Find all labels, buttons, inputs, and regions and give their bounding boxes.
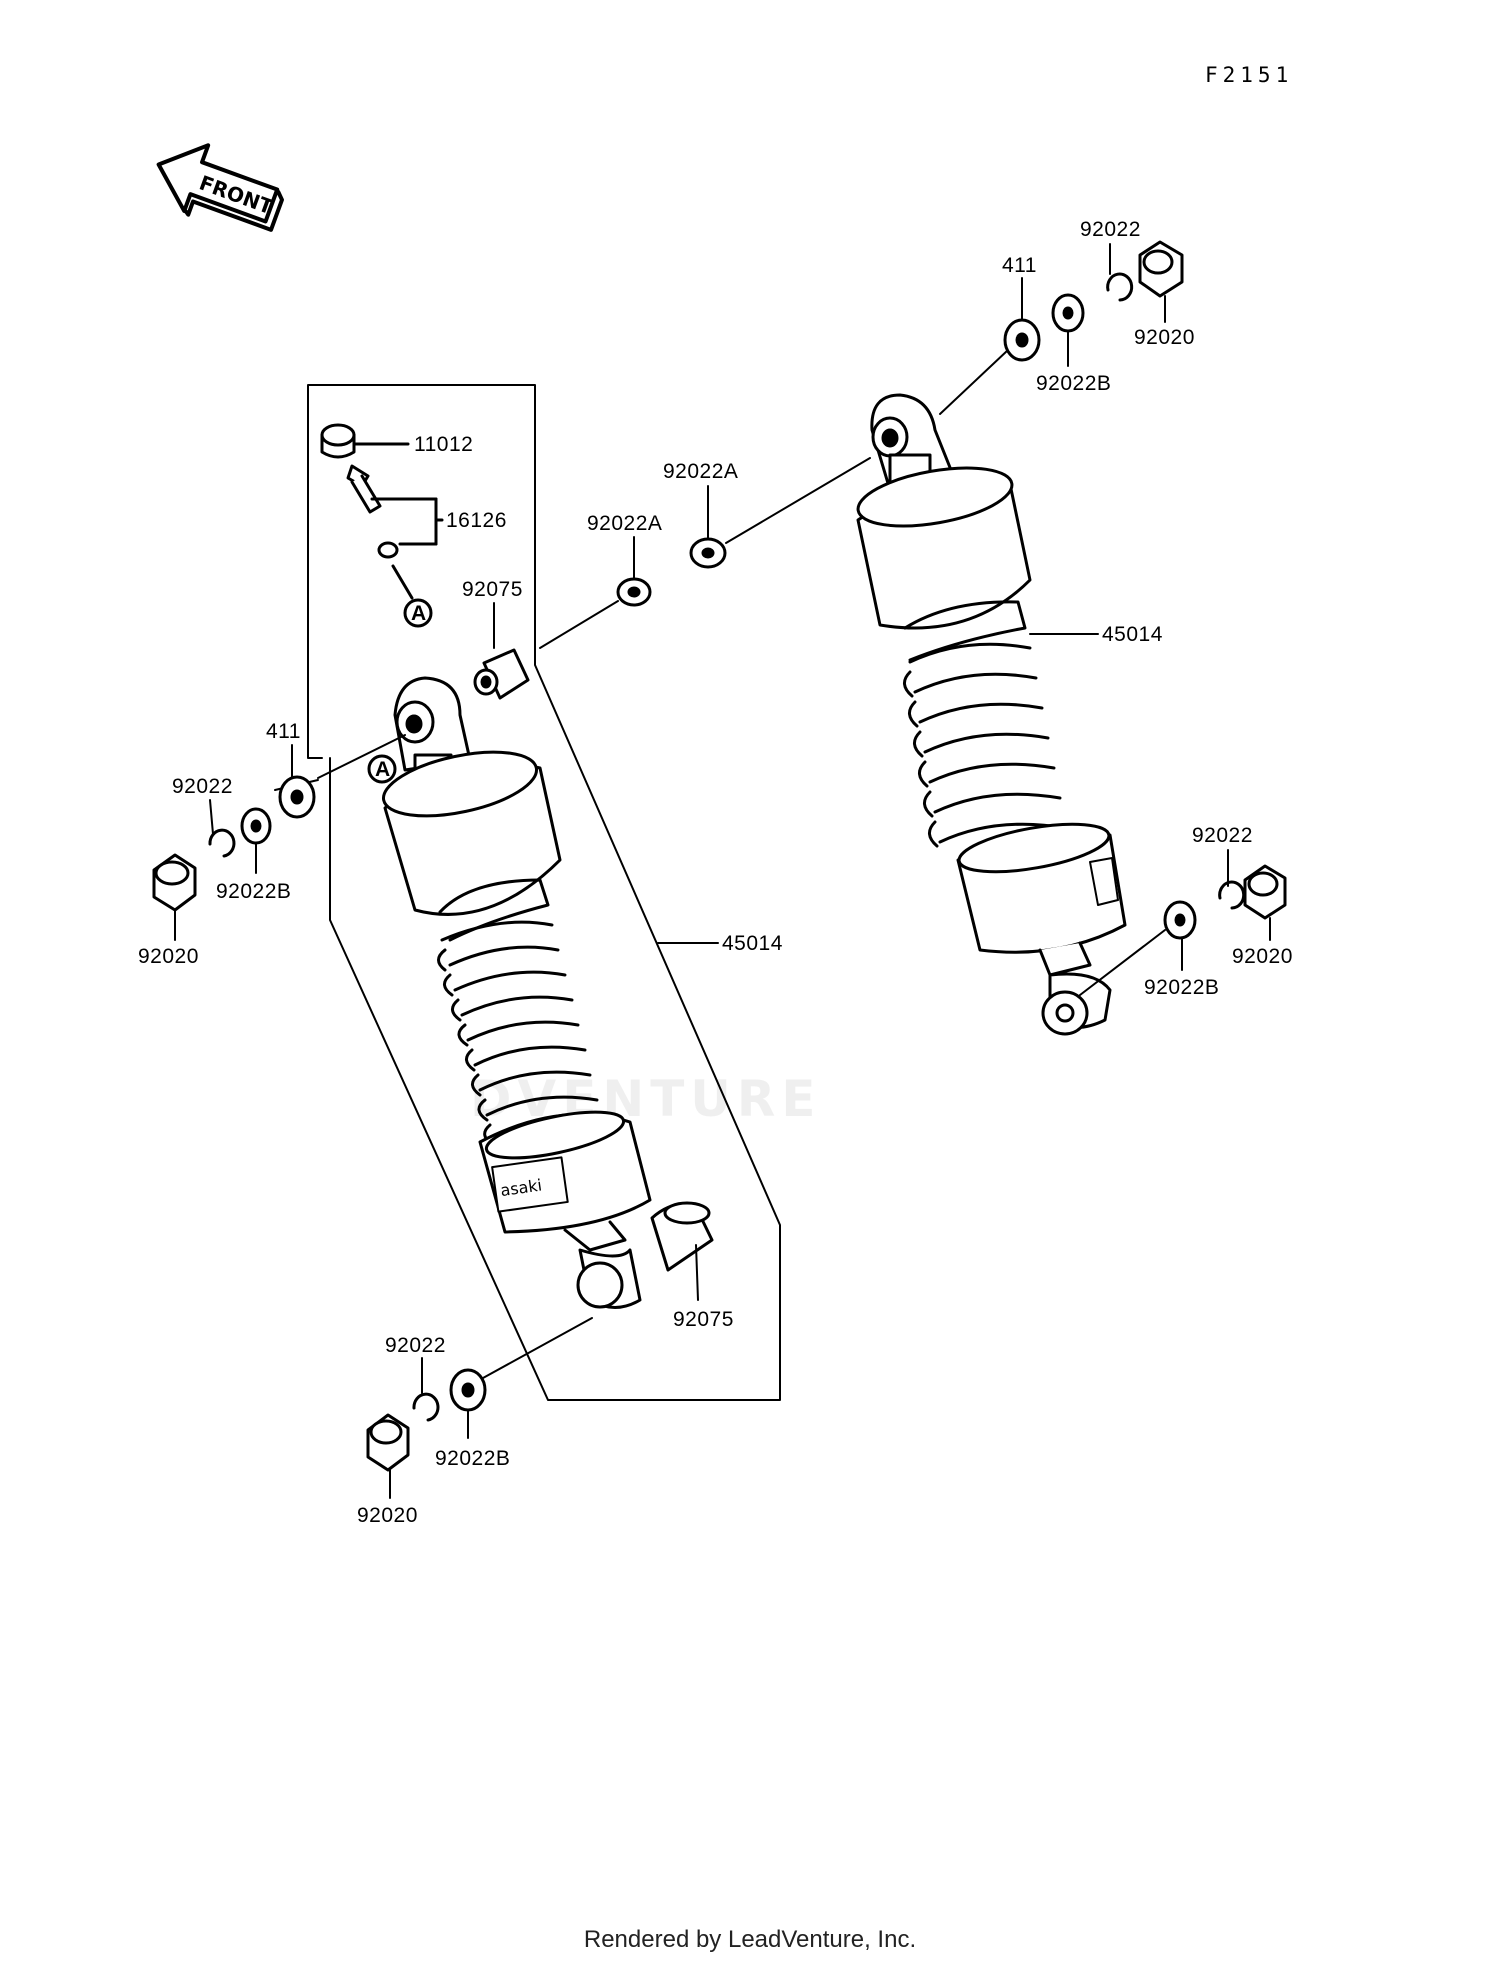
callout-92022a-right: 92022A: [663, 460, 738, 483]
callout-92022-right-bottom: 92022: [1192, 824, 1253, 847]
callout-92020-left-top: 92020: [138, 945, 199, 968]
callout-92022b-right-top: 92022B: [1036, 372, 1111, 395]
callout-92075-lower: 92075: [673, 1308, 734, 1331]
callout-45014-right: 45014: [1102, 623, 1163, 646]
washer-92022b-right-top-icon: [1051, 293, 1085, 367]
callout-92022-left-top: 92022: [172, 775, 233, 798]
reference-code: F2151: [1205, 63, 1293, 87]
shock-absorber-left-icon: asaki: [381, 676, 652, 1309]
callout-92022a-left: 92022A: [587, 512, 662, 535]
nut-92020-left-bottom-icon: [366, 1413, 410, 1499]
callout-11012: 11012: [414, 433, 473, 456]
washer-92022b-right-bottom-icon: [1163, 900, 1197, 971]
callout-92020-left-bottom: 92020: [357, 1504, 418, 1527]
lockwasher-92022-right-bottom-icon: [1218, 849, 1246, 910]
watermark: DVENTURE: [470, 1070, 822, 1128]
mark-a-lower-icon: [367, 754, 397, 784]
lockwasher-92022-right-top-icon: [1106, 243, 1134, 302]
front-arrow-icon: FRONT: [156, 143, 284, 232]
washer-411-left-icon: [278, 744, 316, 819]
callout-92020-right-top: 92020: [1134, 326, 1195, 349]
callout-411-left: 411: [266, 720, 301, 743]
callout-92075-upper: 92075: [462, 578, 523, 601]
kit-outline: [307, 384, 781, 1401]
nut-92020-left-top-icon: [152, 853, 197, 941]
callout-16126: 16126: [446, 509, 507, 532]
callout-92022b-left-bottom: 92022B: [435, 1447, 510, 1470]
callout-92022-right-top: 92022: [1080, 218, 1141, 241]
washer-92022b-left-bottom-icon: [449, 1368, 487, 1439]
nut-92020-right-top-icon: [1138, 240, 1184, 323]
washer-92022b-left-top-icon: [240, 807, 272, 874]
callout-92022b-left-top: 92022B: [216, 880, 291, 903]
washer-411-right-icon: [1003, 277, 1041, 362]
callout-45014-left: 45014: [722, 932, 783, 955]
parts-diagram: F2151 FRONT: [138, 63, 1293, 1527]
cap-11012-icon: [320, 423, 410, 459]
mark-a-upper-icon: [403, 598, 433, 628]
shock-absorber-right-icon: [856, 393, 1127, 1036]
lockwasher-92022-left-top-icon: [208, 799, 236, 858]
nut-92020-right-bottom-icon: [1243, 864, 1287, 941]
footer-credit: Rendered by LeadVenture, Inc.: [583, 1926, 917, 1953]
collar-92075-upper-icon: [473, 602, 530, 700]
callout-mark-a-lower: A: [375, 758, 391, 781]
callout-411-right: 411: [1002, 254, 1037, 277]
washer-92022a-right-icon: [689, 485, 727, 569]
callout-92022-left-bottom: 92022: [385, 1334, 446, 1357]
valve-16126-icon: [346, 464, 444, 600]
callout-92020-right-bottom: 92020: [1232, 945, 1293, 968]
callout-92022b-right-bottom: 92022B: [1144, 976, 1219, 999]
callout-mark-a-upper: A: [411, 602, 427, 625]
lockwasher-92022-left-bottom-icon: [412, 1357, 440, 1422]
collar-92075-lower-icon: [650, 1201, 714, 1301]
washer-92022a-left-icon: [616, 536, 652, 607]
